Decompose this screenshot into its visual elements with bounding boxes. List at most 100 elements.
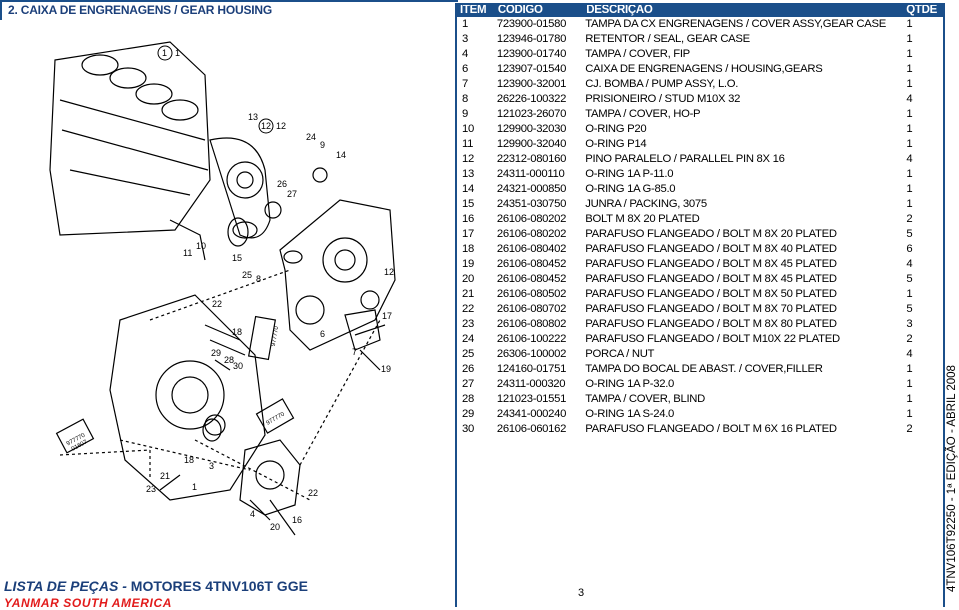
callout-3: 3 bbox=[209, 461, 214, 471]
cell-desc: O-RING 1A G-85.0 bbox=[585, 183, 676, 195]
cell-qty: 5 bbox=[906, 273, 913, 285]
cell-item: 17 bbox=[462, 228, 474, 240]
cell-item: 6 bbox=[462, 63, 468, 75]
exploded-parts-diagram: 1 1 13 12 12 24 9 14 26 27 11 10 15 25 8… bbox=[49, 41, 396, 536]
cell-qty: 5 bbox=[906, 303, 913, 315]
cell-qty: 1 bbox=[906, 18, 913, 30]
cell-item: 26 bbox=[462, 363, 474, 375]
cell-qty: 2 bbox=[906, 333, 913, 345]
cell-qty: 6 bbox=[906, 243, 913, 255]
callout-20: 20 bbox=[270, 522, 280, 532]
cell-code: 26106-080452 bbox=[496, 258, 567, 270]
cell-item: 13 bbox=[462, 168, 474, 180]
cell-item: 22 bbox=[462, 303, 474, 315]
table-row: 22 26106-080702 PARAFUSO FLANGEADO / BOLT … bbox=[456, 302, 943, 317]
cell-item: 23 bbox=[462, 318, 474, 330]
cell-desc: O-RING 1A P-32.0 bbox=[585, 378, 675, 390]
cell-item: 25 bbox=[462, 348, 474, 360]
cell-item: 27 bbox=[462, 378, 474, 390]
callout-29: 29 bbox=[211, 348, 221, 358]
cell-qty: 1 bbox=[906, 183, 913, 195]
gear-housing-outline bbox=[279, 199, 396, 351]
gear-case-cover-outline bbox=[109, 294, 266, 501]
cell-qty: 1 bbox=[906, 408, 913, 420]
cell-code: 123946-01780 bbox=[496, 33, 567, 45]
svg-text:977770: 977770 bbox=[271, 325, 281, 346]
cell-code: 24311-000110 bbox=[496, 168, 565, 180]
cell-desc: PINO PARALELO / PARALLEL PIN 8X 16 bbox=[585, 153, 785, 165]
callout-17: 17 bbox=[382, 311, 392, 321]
cell-code: 121023-26070 bbox=[496, 108, 567, 120]
callout-1b: 1 bbox=[175, 48, 180, 58]
cell-desc: PARAFUSO FLANGEADO / BOLT M 8X 40 PLATED bbox=[585, 243, 837, 255]
cell-desc: PARAFUSO FLANGEADO / BOLT M 8X 45 PLATED bbox=[585, 258, 837, 270]
cell-code: 26106-100222 bbox=[496, 333, 567, 345]
brand-logo-text: YANMAR SOUTH AMERICA bbox=[4, 596, 172, 610]
sealant-label-b: 977770 bbox=[271, 325, 281, 346]
cell-qty: 1 bbox=[906, 78, 913, 90]
callout-25: 25 bbox=[242, 270, 252, 280]
cell-desc: PARAFUSO FLANGEADO / BOLT M 8X 20 PLATED bbox=[585, 228, 837, 240]
cell-code: 26106-080502 bbox=[496, 288, 567, 300]
callout-22a: 22 bbox=[212, 299, 222, 309]
cell-desc: PARAFUSO FLANGEADO / BOLT M 8X 70 PLATED bbox=[585, 303, 837, 315]
callout-26: 26 bbox=[277, 179, 287, 189]
cell-code: 24321-000850 bbox=[496, 183, 567, 195]
cell-item: 15 bbox=[462, 198, 474, 210]
callout-12c: 12 bbox=[384, 267, 394, 277]
cell-code: 26106-080702 bbox=[496, 303, 567, 315]
cell-item: 21 bbox=[462, 288, 474, 300]
callout-11: 11 bbox=[183, 248, 192, 258]
cell-item: 11 bbox=[462, 138, 474, 150]
cell-item: 29 bbox=[462, 408, 474, 420]
callout-12b: 12 bbox=[276, 121, 286, 131]
cell-item: 7 bbox=[462, 78, 468, 90]
cell-code: 129900-32040 bbox=[496, 138, 567, 150]
callout-9: 9 bbox=[320, 140, 325, 150]
cell-code: 123900-01740 bbox=[496, 48, 567, 60]
cell-qty: 1 bbox=[906, 123, 913, 135]
cell-desc: PARAFUSO FLANGEADO / BOLT M 8X 80 PLATED bbox=[585, 318, 837, 330]
cell-code: 26106-080202 bbox=[496, 213, 567, 225]
cell-desc: CJ. BOMBA / PUMP ASSY, L.O. bbox=[585, 78, 739, 90]
cell-code: 24351-030750 bbox=[496, 198, 567, 210]
cell-qty: 1 bbox=[906, 108, 913, 120]
cell-item: 28 bbox=[462, 393, 474, 405]
callout-10: 10 bbox=[196, 241, 206, 251]
cell-desc: PRISIONEIRO / STUD M10X 32 bbox=[585, 93, 741, 105]
callout-28: 28 bbox=[224, 355, 234, 365]
cell-desc: O-RING P20 bbox=[585, 123, 647, 135]
cell-qty: 2 bbox=[906, 213, 913, 225]
callout-27: 27 bbox=[287, 189, 297, 199]
cell-item: 19 bbox=[462, 258, 474, 270]
cell-qty: 5 bbox=[906, 228, 913, 240]
section-title: 2. CAIXA DE ENGRENAGENS / GEAR HOUSING bbox=[8, 3, 272, 17]
cell-desc: TAMPA DA CX ENGRENAGENS / COVER ASSY,GEA… bbox=[585, 18, 886, 30]
callout-19: 19 bbox=[381, 364, 391, 374]
callout-13: 13 bbox=[248, 112, 258, 122]
cell-item: 24 bbox=[462, 333, 474, 345]
cell-desc: TAMPA DO BOCAL DE ABAST. / COVER,FILLER bbox=[585, 363, 823, 375]
cell-qty: 2 bbox=[906, 423, 913, 435]
cell-item: 4 bbox=[462, 48, 468, 60]
cell-item: 12 bbox=[462, 153, 474, 165]
col-qty-header: QTDE bbox=[896, 3, 943, 17]
cell-desc: PARAFUSO FLANGEADO / BOLT M 6X 16 PLATED bbox=[585, 423, 837, 435]
section-title-bar: 2. CAIXA DE ENGRENAGENS / GEAR HOUSING bbox=[0, 0, 458, 20]
page-number: 3 bbox=[578, 587, 585, 599]
footer-title-main: LISTA DE PEÇAS - bbox=[4, 578, 131, 594]
